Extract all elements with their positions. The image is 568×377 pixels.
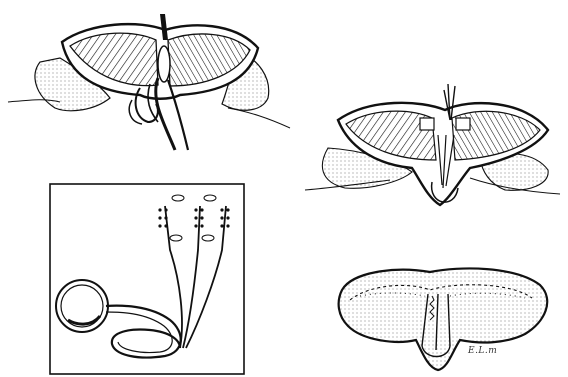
apparatus-frame [50,184,244,374]
panel-top-left [8,14,290,150]
artist-signature: E.L.m [468,346,497,356]
panel-bottom-right [339,268,548,370]
panel-bottom-left [50,184,244,374]
panel-top-right [305,84,560,205]
